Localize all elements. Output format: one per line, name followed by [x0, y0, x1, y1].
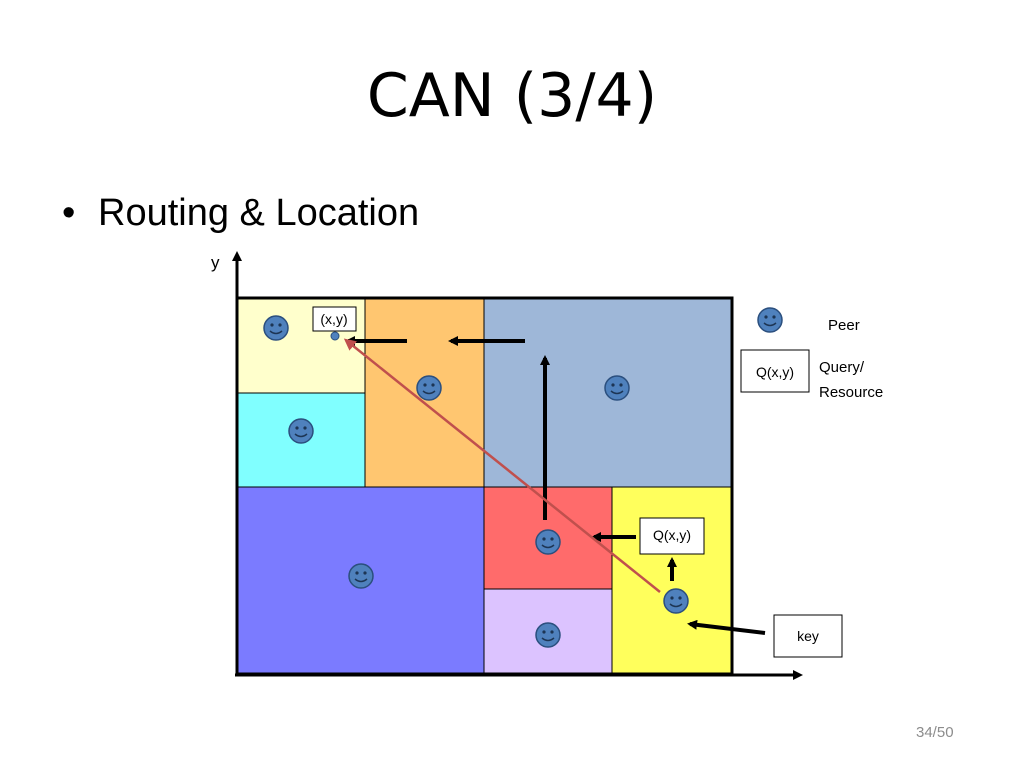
- peer-icon: [263, 315, 289, 341]
- query-box: [639, 517, 705, 555]
- query-box-label: Q(x,y): [653, 527, 691, 543]
- peer-icon: [288, 418, 314, 444]
- direct-route-line: [343, 338, 661, 593]
- peer-icon: [535, 622, 561, 648]
- target-point-label: (x,y): [320, 311, 347, 327]
- peer-icon: [663, 588, 689, 614]
- y-axis-label: y: [211, 253, 220, 272]
- peer-icon: [416, 375, 442, 401]
- arrow-key-to-peer: [687, 619, 766, 635]
- key-box-label: key: [797, 628, 819, 644]
- bullet-dot: •: [62, 192, 76, 234]
- legend-peer-icon: [757, 307, 783, 333]
- key-box: [773, 614, 843, 658]
- bullet-text: Routing & Location: [98, 192, 420, 234]
- legend-peer-label: Peer: [828, 317, 860, 334]
- page-number: 34/50: [916, 724, 954, 741]
- bullet-item: • Routing & Location: [62, 190, 419, 236]
- peer-icon: [604, 375, 630, 401]
- legend-query-box-label: Q(x,y): [756, 364, 794, 380]
- peer-icon: [535, 529, 561, 555]
- legend-query-label-line1: Query/: [819, 359, 865, 376]
- target-point-label-box: [312, 306, 357, 332]
- legend-query-box: [740, 349, 810, 393]
- legend-query-label-line2: Resource: [819, 384, 883, 401]
- peer-icon: [348, 563, 374, 589]
- slide-title: CAN (3/4): [366, 61, 658, 131]
- target-point: [330, 331, 340, 341]
